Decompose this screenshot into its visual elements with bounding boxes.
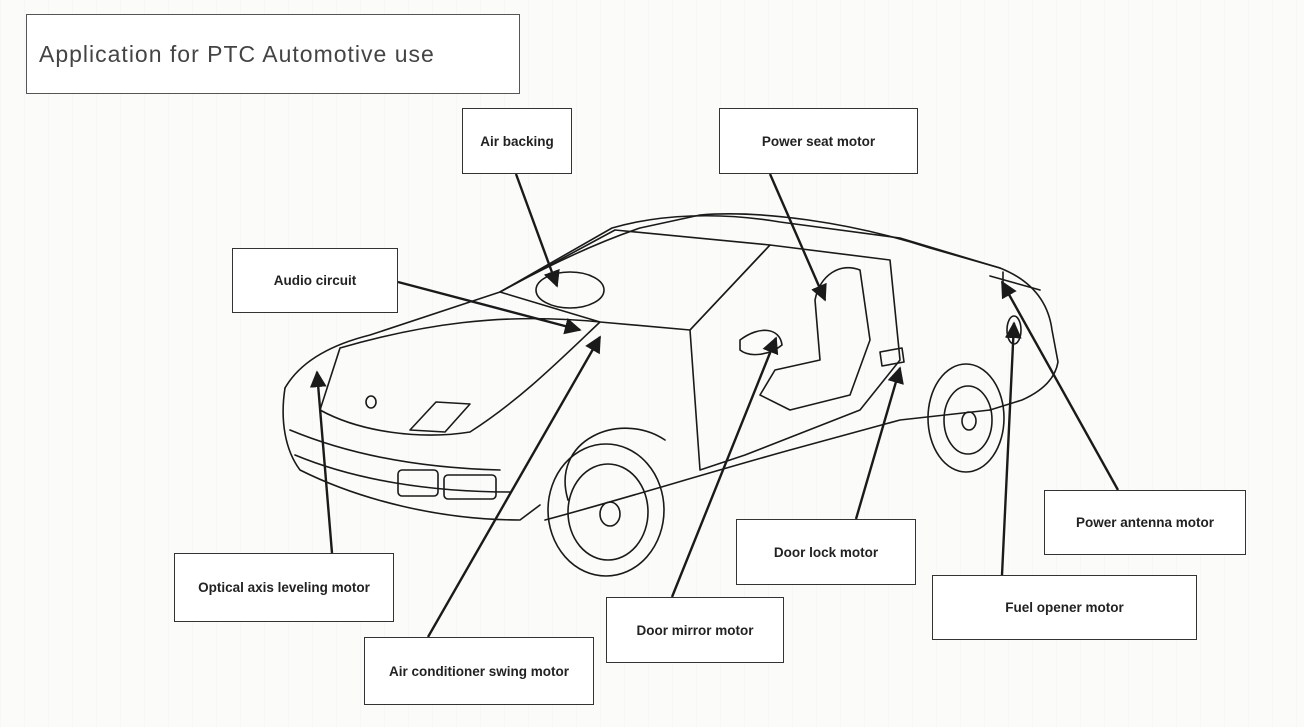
front-bumper — [282, 387, 541, 521]
label-power-seat-motor: Power seat motor — [719, 108, 918, 174]
side-sill — [544, 409, 991, 521]
leader-audio — [397, 280, 582, 335]
side-mirror — [739, 329, 783, 356]
leader-fuel — [1000, 321, 1022, 576]
leader-power-seat — [768, 173, 827, 302]
steering-wheel — [535, 271, 605, 309]
page-title: Application for PTC Automotive use — [26, 14, 520, 94]
label-air-conditioner-swing-motor: Air conditioner swing motor — [364, 637, 594, 705]
leader-air-cond — [426, 335, 602, 638]
rear-wheel — [927, 363, 1005, 473]
car-hood — [319, 317, 601, 436]
label-door-mirror-motor: Door mirror motor — [606, 597, 784, 663]
label-fuel-opener-motor: Fuel opener motor — [932, 575, 1197, 640]
car-roof — [499, 214, 1001, 293]
label-audio-circuit: Audio circuit — [232, 248, 398, 313]
leader-door-mirror — [670, 336, 779, 598]
leader-door-lock — [854, 366, 904, 520]
car-door — [689, 244, 901, 471]
front-wheel — [547, 443, 665, 577]
label-door-lock-motor: Door lock motor — [736, 519, 916, 585]
leader-optical — [309, 370, 334, 554]
label-air-backing: Air backing — [462, 108, 572, 174]
label-optical-axis-leveling-motor: Optical axis leveling motor — [174, 553, 394, 622]
leader-antenna — [1000, 280, 1120, 491]
leader-air-backing — [514, 173, 560, 288]
headlight-left — [397, 469, 439, 497]
headlight-right — [443, 474, 497, 500]
label-power-antenna-motor: Power antenna motor — [1044, 490, 1246, 555]
car-body-outline — [284, 213, 1059, 411]
